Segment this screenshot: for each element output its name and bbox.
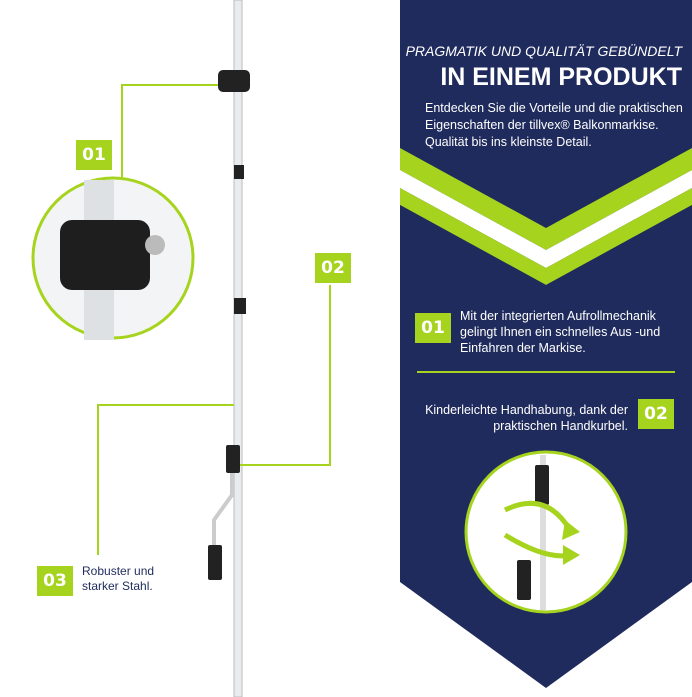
- chevron-navy: [400, 205, 692, 310]
- detail-circle-crank: [464, 450, 628, 614]
- chevron-lime-1: [400, 148, 692, 250]
- chevron-white: [400, 170, 692, 268]
- feature-text-01: Mit der integrierten Aufrollmechanik gel…: [460, 309, 661, 355]
- callout-line-03: [97, 404, 234, 555]
- callout-badge-03: 03: [37, 566, 73, 596]
- callout-line-02: [240, 285, 331, 466]
- banner-title: IN EINEM PRODUKT: [440, 63, 682, 91]
- feature-badge-01: 01: [415, 313, 451, 343]
- banner-subtitle: PRAGMATIK UND QUALITÄT GEBÜNDELT: [405, 43, 682, 59]
- chevron-lime-2: [400, 188, 692, 285]
- feature-text-02: Kinderleichte Handhabung, dank der prakt…: [425, 403, 628, 433]
- detail-circle-mechanism: [31, 176, 195, 340]
- banner-intro: Entdecken Sie die Vorteile und die prakt…: [425, 101, 683, 149]
- awning-pole: [208, 0, 250, 697]
- callout-text-03: Robuster und starker Stahl.: [82, 564, 155, 593]
- callout-line-01: [121, 84, 218, 178]
- callout-badge-02: 02: [315, 253, 351, 283]
- callout-badge-01: 01: [76, 140, 112, 170]
- feature-badge-02: 02: [638, 399, 674, 429]
